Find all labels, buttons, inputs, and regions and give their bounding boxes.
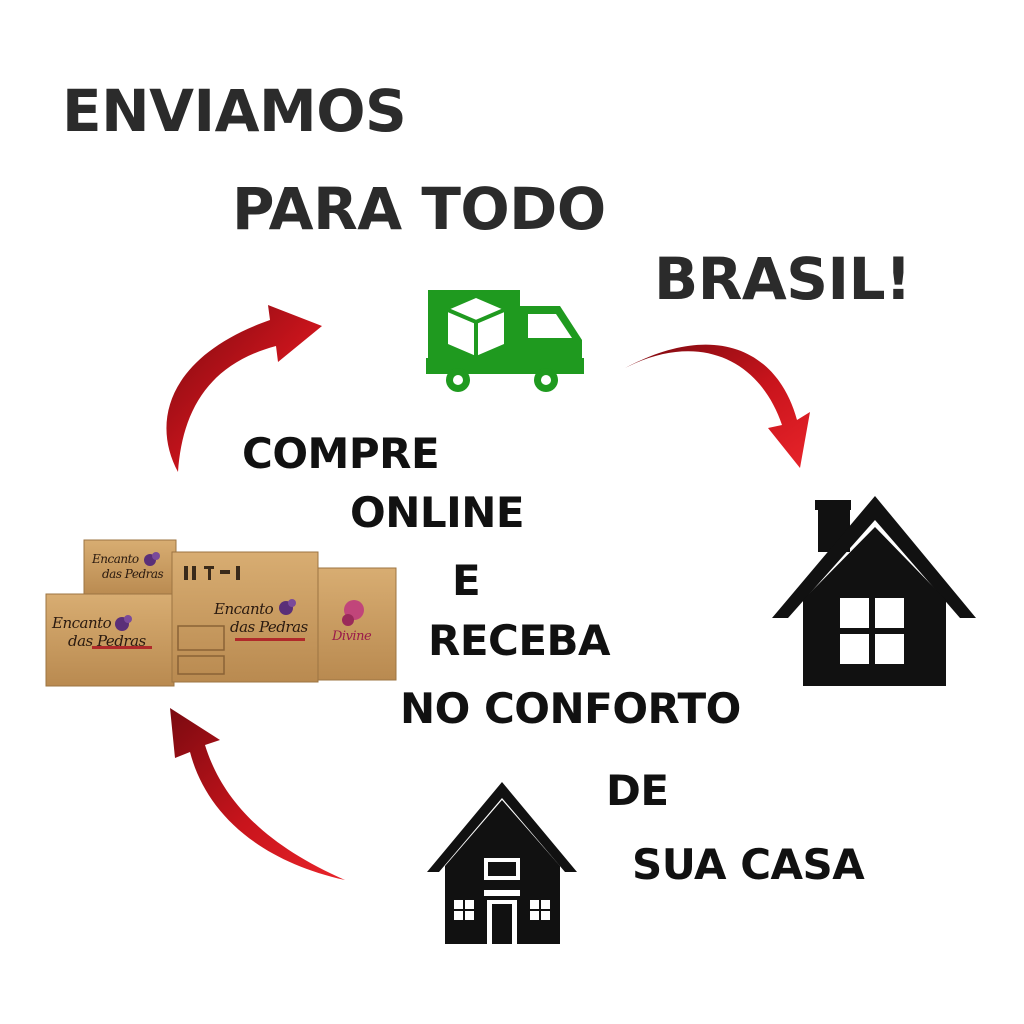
house-icon: [772, 496, 976, 686]
box-label-middle: Encanto das Pedras: [214, 602, 308, 635]
box-brand-line2: das Pedras: [102, 567, 164, 581]
box-brand-line1: Encanto: [214, 600, 274, 618]
box-label-right: Divine: [332, 629, 372, 644]
box-brand-line2: das Pedras: [230, 618, 308, 636]
message-line3: E: [452, 556, 481, 605]
headline-line2: PARA TODO: [232, 175, 606, 243]
arrow-bottom-left-icon: [170, 708, 345, 880]
shipping-boxes-image: [45, 539, 397, 687]
message-line5: NO CONFORTO: [400, 684, 741, 733]
message-line2: ONLINE: [350, 488, 525, 537]
delivery-truck-icon: [426, 290, 584, 392]
headline-line1: ENVIAMOS: [62, 77, 407, 145]
box-brand-line1: Encanto: [92, 552, 139, 566]
arrow-top-left-icon: [166, 305, 322, 472]
message-line4: RECEBA: [428, 616, 611, 665]
box-brand-line2: das Pedras: [68, 632, 146, 650]
headline-line3: BRASIL!: [654, 245, 912, 313]
box-label-left: Encanto das Pedras: [52, 616, 146, 649]
message-line6: DE: [606, 766, 669, 815]
store-house-icon: [427, 782, 577, 944]
message-line7: SUA CASA: [632, 840, 865, 889]
message-line1: COMPRE: [242, 429, 440, 478]
box-brand-line1: Encanto: [52, 614, 112, 632]
arrow-top-right-icon: [625, 344, 810, 468]
box-label-top: Encanto das Pedras: [92, 552, 164, 581]
